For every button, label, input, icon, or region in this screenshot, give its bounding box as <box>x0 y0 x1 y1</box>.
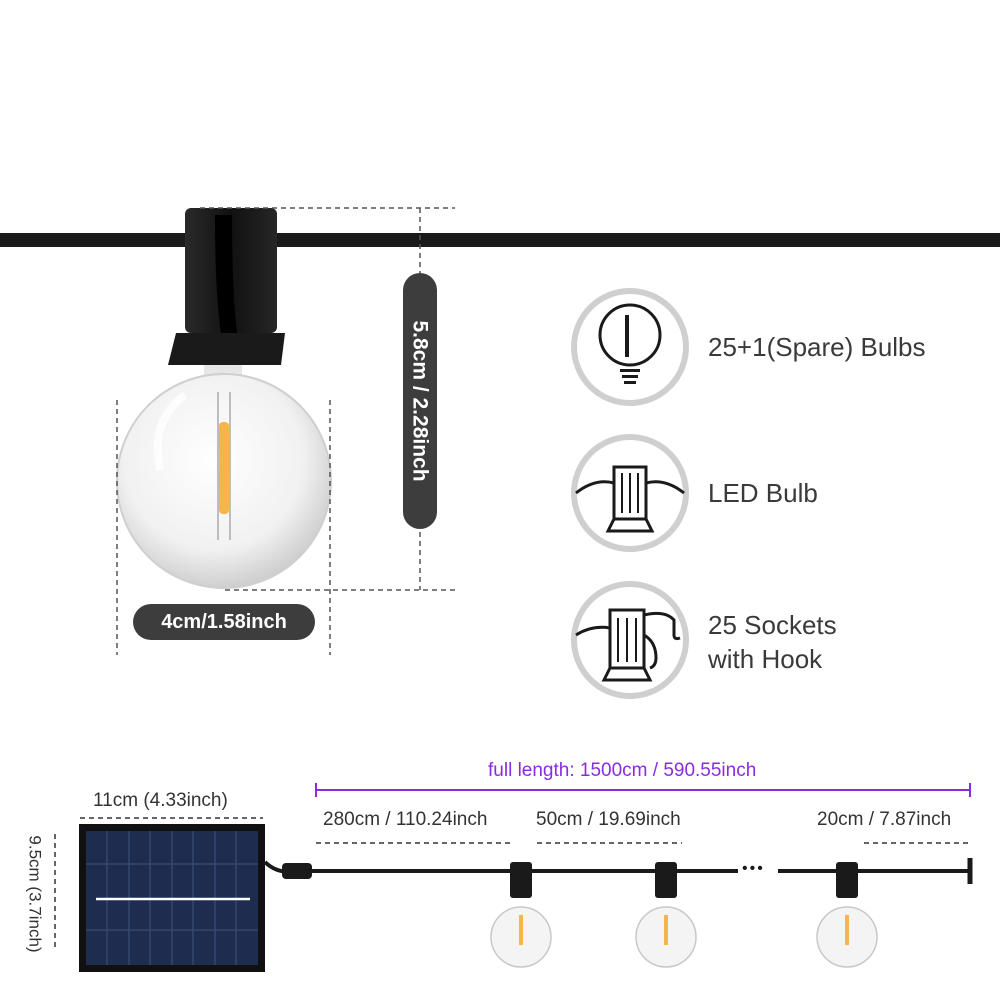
lead-cable-label: 280cm / 110.24inch <box>323 809 488 830</box>
end-tail-label: 20cm / 7.87inch <box>817 809 952 830</box>
bulb-icon <box>571 288 689 406</box>
solar-panel <box>79 824 265 972</box>
width-dimension-lines <box>116 400 331 655</box>
feature-label-bulbs: 25+1(Spare) Bulbs <box>708 332 926 362</box>
bulb-socket <box>168 208 285 387</box>
socket-hook-icon <box>571 581 689 699</box>
string-cable-bottom <box>263 858 973 884</box>
small-bulb <box>816 862 878 968</box>
full-length-bracket <box>315 783 971 797</box>
ellipsis-dots: ••• <box>742 860 765 877</box>
feature-label-led: LED Bulb <box>708 478 818 508</box>
full-length-label: full length: 1500cm / 590.55inch <box>488 760 757 781</box>
bulb-height-label: 5.8cm / 2.28inch <box>403 273 437 529</box>
panel-height-label: 9.5cm (3.7inch) <box>20 816 50 972</box>
led-bulb-socket-icon <box>571 434 689 552</box>
panel-height-text: 9.5cm (3.7inch) <box>26 835 46 953</box>
feature-label-sockets-line1: 25 Sockets <box>708 610 837 640</box>
led-filament <box>219 422 229 514</box>
bulb-spacing-label: 50cm / 19.69inch <box>536 809 681 830</box>
small-bulb <box>490 862 552 968</box>
bulb-width-text: 4cm/1.58inch <box>161 610 287 633</box>
panel-width-label: 11cm (4.33inch) <box>93 790 228 811</box>
bulb-width-label: 4cm/1.58inch <box>133 604 315 640</box>
small-bulb <box>635 862 697 968</box>
feature-label-sockets-line2: with Hook <box>708 644 823 674</box>
panel-dimension-lines <box>54 817 263 948</box>
feature-label-sockets: 25 Sockets with Hook <box>708 608 837 676</box>
